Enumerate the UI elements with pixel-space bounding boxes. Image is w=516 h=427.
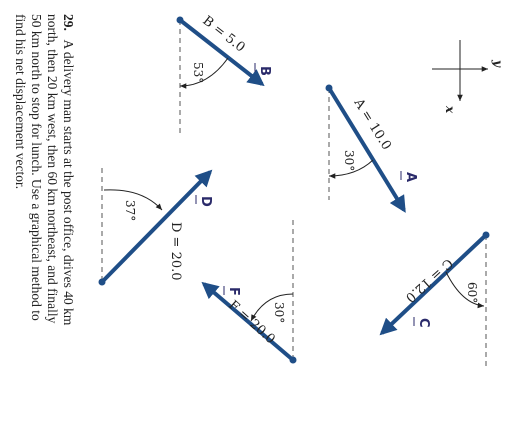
y-axis-label: y [491,59,505,68]
problem-text: 29. A delivery man starts at the post of… [13,14,76,326]
vector-c-magnitude: C = 12.0 [402,255,455,305]
vector-d-angle: 37° [123,200,137,221]
problem-line-4: find his net displacement vector. [13,14,28,189]
vector-f-angle-arc [250,293,294,322]
vector-a-angle-arc [328,159,374,179]
vector-a-angle: 30° [342,150,356,171]
vector-f-group: F = 20.0 30° F [201,220,297,364]
vector-b-group: B = 5.0 53° B [176,13,272,135]
vector-d-symbol: D [198,196,213,207]
vector-a-group: A = 10.0 30° A [325,84,418,213]
vector-d-arrow [100,169,213,284]
vector-f-symbol: F [226,287,241,296]
vector-d-magnitude: D = 20.0 [168,222,183,281]
problem-line-3: 50 km north to stop for lunch. Use a gra… [29,14,44,321]
vector-f-tail-dot [289,356,297,364]
problem-number: 29. [61,14,76,31]
vector-b-magnitude: B = 5.0 [200,13,248,55]
vector-c-group: C = 12.0 60° C [379,231,490,370]
vector-d-group: D = 20.0 37° D [98,168,213,286]
vector-c-angle: 60° [465,282,479,303]
x-axis-label: x [443,105,457,114]
problem-line-2: north, then 20 km west, then 60 km north… [45,14,60,324]
vector-b-angle: 53° [191,62,205,83]
vector-a-tail-dot [325,84,333,92]
axes-indicator: y x [432,40,505,114]
vector-a-magnitude: A = 10.0 [350,95,394,153]
vector-c-tail-dot [482,231,490,239]
problem-line-1: 29. A delivery man starts at the post of… [61,14,76,326]
vector-f-arrow [201,281,295,362]
problem-line-1-text: A delivery man starts at the post office… [61,40,76,326]
vector-b-arrow [178,18,265,87]
vector-c-arrow [379,233,488,336]
vector-a-symbol: A [403,172,418,182]
vector-d-tail-dot [98,278,106,286]
vector-f-magnitude: F = 20.0 [225,298,277,347]
vector-f-angle: 30° [272,302,286,323]
vector-c-symbol: C [416,318,431,328]
vector-d-angle-arc [103,189,163,211]
vector-b-tail-dot [176,16,184,24]
vector-b-angle-arc [179,57,229,89]
vector-b-symbol: B [257,66,272,76]
vector-a-arrow [327,86,406,213]
vector-c-angle-arc [445,271,485,309]
